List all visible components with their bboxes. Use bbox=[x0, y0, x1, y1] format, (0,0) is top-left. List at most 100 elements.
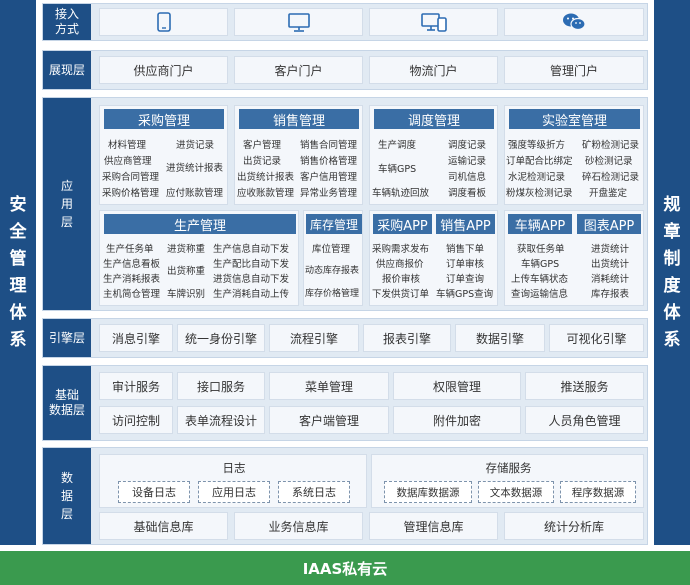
supplier-portal: 供应商门户 bbox=[99, 56, 228, 84]
module-item: 生产消耗自动上传 bbox=[213, 289, 290, 300]
module-item: 运输记录 bbox=[448, 156, 487, 167]
regulation-system-bar: 规 章 制 度 体 系 bbox=[654, 0, 690, 545]
push-service: 推送服务 bbox=[525, 372, 644, 400]
module-item: 采购价格管理 bbox=[102, 188, 160, 199]
side-char: 制 bbox=[663, 248, 681, 269]
label-line: 基础 bbox=[54, 388, 79, 402]
module-item: 出货称重 bbox=[167, 266, 206, 277]
report-app-title: 图表APP bbox=[577, 214, 641, 234]
module-item: 强度等级折方 bbox=[508, 140, 566, 151]
module-item: 进货称重 bbox=[167, 244, 206, 255]
module-item: 供应商管理 bbox=[104, 156, 152, 167]
module-item: 开盘鉴定 bbox=[589, 188, 628, 199]
module-item: 司机信息 bbox=[448, 172, 487, 183]
access-layer: 接入 方式 bbox=[42, 3, 648, 41]
module-item: 生产配比自动下发 bbox=[213, 259, 290, 270]
side-char: 全 bbox=[9, 221, 27, 242]
side-char: 系 bbox=[9, 329, 27, 350]
module-item: 矿粉检测记录 bbox=[582, 140, 640, 151]
panel-title: 采购管理 bbox=[104, 109, 224, 129]
engine-layer-label: 引擎层 bbox=[43, 319, 91, 357]
device-log: 设备日志 bbox=[118, 481, 190, 503]
module-item: 车辆GPS查询 bbox=[436, 289, 494, 300]
application-log: 应用日志 bbox=[198, 481, 270, 503]
label-line: 数据层 bbox=[48, 403, 85, 417]
menu-management: 菜单管理 bbox=[269, 372, 389, 400]
base-data-layer-label: 基础 数据层 bbox=[43, 366, 91, 440]
visualization-engine: 可视化引擎 bbox=[549, 324, 644, 352]
production-management-panel: 生产管理 生产任务单 生产信息看板 生产消耗报表 主机简仓管理 进货称重 出货称… bbox=[99, 210, 299, 306]
label-char: 据 bbox=[60, 489, 73, 503]
panel-title: 库存管理 bbox=[306, 214, 362, 234]
side-char: 规 bbox=[663, 194, 681, 215]
access-control: 访问控制 bbox=[99, 406, 173, 434]
permission-management: 权限管理 bbox=[393, 372, 521, 400]
purchase-app-title: 采购APP bbox=[373, 214, 432, 234]
personnel-role-management: 人员角色管理 bbox=[525, 406, 644, 434]
data-engine: 数据引擎 bbox=[455, 324, 545, 352]
label-char: 应 bbox=[60, 179, 73, 193]
label-line: 接入 bbox=[54, 7, 79, 21]
access-layer-label: 接入 方式 bbox=[43, 4, 91, 40]
panel-title: 销售管理 bbox=[239, 109, 359, 129]
client-management: 客户端管理 bbox=[269, 406, 389, 434]
storage-title: 存储服务 bbox=[485, 461, 532, 475]
module-item: 客户信用管理 bbox=[300, 172, 358, 183]
customer-portal: 客户门户 bbox=[234, 56, 363, 84]
side-char: 理 bbox=[9, 275, 27, 296]
basic-info-library: 基础信息库 bbox=[99, 512, 228, 540]
module-item: 下发供货订单 bbox=[372, 289, 430, 300]
security-management-system-bar: 安 全 管 理 体 系 bbox=[0, 0, 36, 545]
module-item: 上传车辆状态 bbox=[511, 274, 569, 285]
module-item: 异常业务管理 bbox=[300, 188, 358, 199]
report-engine: 报表引擎 bbox=[363, 324, 451, 352]
module-item: 查询运输信息 bbox=[511, 289, 569, 300]
panel-title: 调度管理 bbox=[374, 109, 494, 129]
purchase-management-panel: 采购管理 材料管理 供应商管理 采购合同管理 采购价格管理 进货记录 进货统计报… bbox=[99, 105, 228, 205]
label-char: 用 bbox=[60, 197, 73, 211]
desktop-monitor-icon bbox=[234, 8, 363, 36]
message-engine: 消息引擎 bbox=[99, 324, 173, 352]
form-workflow-design: 表单流程设计 bbox=[177, 406, 265, 434]
module-item: 调度看板 bbox=[448, 188, 487, 199]
module-item: 应收账款管理 bbox=[237, 188, 295, 199]
business-info-library: 业务信息库 bbox=[234, 512, 363, 540]
lab-management-panel: 实验室管理 强度等级折方 订单配合比绑定 水泥检测记录 粉煤灰检测记录 矿粉检测… bbox=[504, 105, 644, 205]
module-item: 获取任务单 bbox=[517, 244, 565, 255]
module-item: 报价审核 bbox=[382, 274, 421, 285]
multi-device-icon bbox=[369, 8, 498, 36]
label-line: 方式 bbox=[54, 22, 79, 36]
storage-service-panel: 存储服务 数据库数据源 文本数据源 程序数据源 bbox=[371, 454, 644, 508]
module-item: 库位管理 bbox=[312, 244, 351, 255]
application-layer: 应 用 层 采购管理 材料管理 供应商管理 采购合同管理 采购价格管理 进货记录… bbox=[42, 97, 648, 311]
module-item: 库存报表 bbox=[591, 289, 630, 300]
database-datasource: 数据库数据源 bbox=[384, 481, 472, 503]
module-item: 砂检测记录 bbox=[585, 156, 633, 167]
module-item: 碎石检测记录 bbox=[582, 172, 640, 183]
management-info-library: 管理信息库 bbox=[369, 512, 498, 540]
side-char: 体 bbox=[663, 302, 681, 323]
module-item: 车辆GPS bbox=[378, 164, 417, 175]
sales-management-panel: 销售管理 客户管理 出货记录 出货统计报表 应收账款管理 销售合同管理 销售价格… bbox=[234, 105, 363, 205]
label-char: 层 bbox=[60, 507, 73, 521]
wechat-icon bbox=[504, 8, 644, 36]
module-item: 调度记录 bbox=[448, 140, 487, 151]
label-char: 层 bbox=[60, 215, 73, 229]
presentation-layer-label: 展现层 bbox=[43, 51, 91, 89]
module-item: 生产信息自动下发 bbox=[213, 244, 290, 255]
identity-engine: 统一身份引擎 bbox=[177, 324, 265, 352]
module-item: 订单查询 bbox=[446, 274, 485, 285]
vehicle-report-app-panel: 车辆APP 图表APP 获取任务单 车辆GPS 上传车辆状态 查询运输信息 进货… bbox=[504, 210, 644, 306]
module-item: 销售价格管理 bbox=[300, 156, 358, 167]
interface-service: 接口服务 bbox=[177, 372, 265, 400]
inventory-management-panel: 库存管理 库位管理 动态库存报表 库存价格管理 bbox=[303, 210, 363, 306]
label-char: 数 bbox=[60, 471, 73, 485]
module-item: 出货记录 bbox=[243, 156, 282, 167]
module-item: 采购合同管理 bbox=[102, 172, 160, 183]
module-item: 应付账款管理 bbox=[166, 188, 224, 199]
log-panel: 日志 设备日志 应用日志 系统日志 bbox=[99, 454, 367, 508]
module-item: 生产信息看板 bbox=[103, 259, 161, 270]
module-item: 车辆轨迹回放 bbox=[372, 188, 430, 199]
dispatch-management-panel: 调度管理 生产调度 车辆GPS 车辆轨迹回放 调度记录 运输记录 司机信息 调度… bbox=[369, 105, 498, 205]
side-char: 管 bbox=[9, 248, 27, 269]
